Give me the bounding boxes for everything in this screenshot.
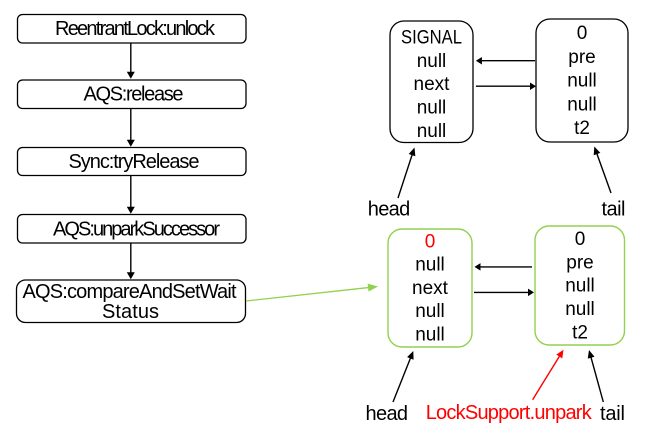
svg-text:null: null — [415, 255, 445, 276]
svg-text:t2: t2 — [574, 118, 590, 139]
svg-text:AQS:unparkSuccessor: AQS:unparkSuccessor — [53, 219, 220, 241]
svg-text:head: head — [368, 199, 411, 221]
svg-text:AQS:compareAndSetWait: AQS:compareAndSetWait — [23, 281, 237, 303]
svg-text:pre: pre — [566, 252, 593, 273]
svg-text:null: null — [565, 276, 595, 297]
svg-text:tail: tail — [602, 198, 626, 220]
svg-text:null: null — [417, 51, 447, 72]
svg-text:null: null — [565, 299, 595, 320]
svg-text:null: null — [415, 301, 445, 322]
svg-text:Sync:tryRelease: Sync:tryRelease — [69, 151, 200, 173]
svg-text:head: head — [366, 403, 409, 425]
svg-text:LockSupport.unpark: LockSupport.unpark — [426, 402, 593, 424]
svg-text:AQS:release: AQS:release — [84, 83, 184, 105]
svg-text:SIGNAL: SIGNAL — [401, 28, 462, 49]
svg-text:null: null — [567, 94, 597, 115]
svg-text:ReentrantLock:unlock: ReentrantLock:unlock — [55, 18, 216, 40]
svg-text:0: 0 — [575, 229, 586, 250]
svg-text:null: null — [567, 71, 597, 92]
svg-text:next: next — [414, 74, 451, 95]
svg-text:tail: tail — [600, 403, 625, 425]
svg-text:pre: pre — [568, 47, 595, 68]
svg-text:t2: t2 — [572, 323, 588, 344]
svg-text:next: next — [412, 278, 449, 299]
svg-text:0: 0 — [577, 23, 588, 44]
svg-text:null: null — [417, 98, 447, 119]
svg-text:null: null — [415, 325, 445, 346]
svg-text:null: null — [417, 121, 447, 142]
svg-text:0: 0 — [425, 231, 436, 252]
svg-text:Status: Status — [102, 301, 159, 323]
